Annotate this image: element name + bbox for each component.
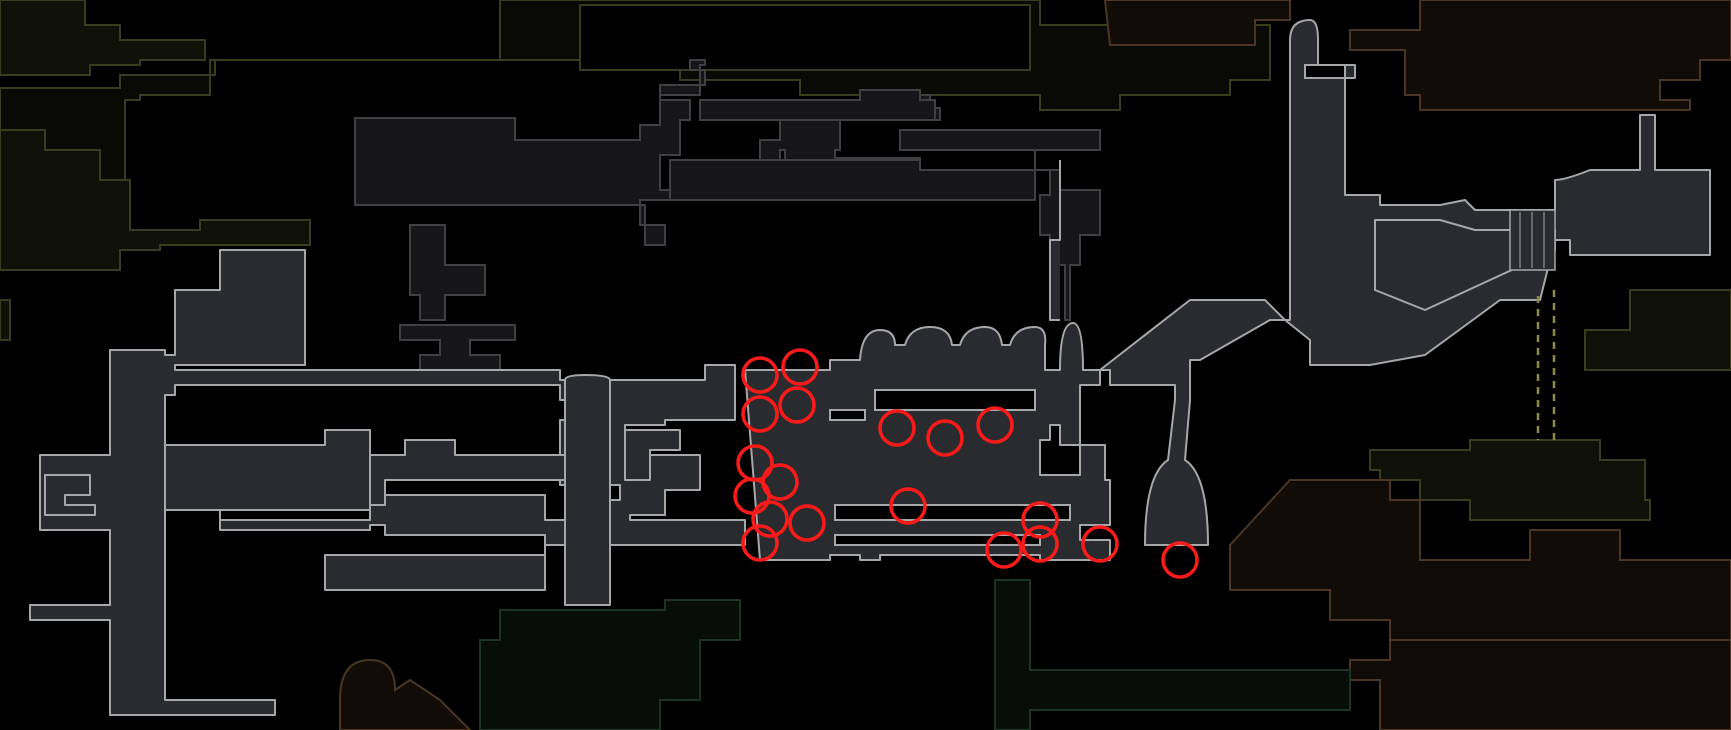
- map-marker[interactable]: [1021, 501, 1059, 539]
- map-marker[interactable]: [889, 487, 927, 525]
- map-marker[interactable]: [741, 395, 779, 433]
- adjacent-region-upper: [354, 59, 1101, 381]
- map-marker[interactable]: [1021, 525, 1059, 563]
- map-marker[interactable]: [926, 419, 964, 457]
- structure-icon: [1509, 209, 1556, 271]
- map-marker[interactable]: [778, 386, 816, 424]
- marker-layer: [733, 348, 1199, 579]
- map-marker[interactable]: [741, 524, 779, 562]
- map-marker[interactable]: [878, 409, 916, 447]
- map-marker[interactable]: [1161, 541, 1199, 579]
- map-marker[interactable]: [741, 356, 779, 394]
- map-marker[interactable]: [733, 477, 771, 515]
- map-marker[interactable]: [751, 500, 789, 538]
- map-marker[interactable]: [976, 406, 1014, 444]
- map-marker[interactable]: [1081, 525, 1119, 563]
- map-marker[interactable]: [788, 504, 826, 542]
- map-marker[interactable]: [985, 531, 1023, 569]
- transition-path: [1536, 290, 1556, 440]
- map-marker[interactable]: [781, 348, 819, 386]
